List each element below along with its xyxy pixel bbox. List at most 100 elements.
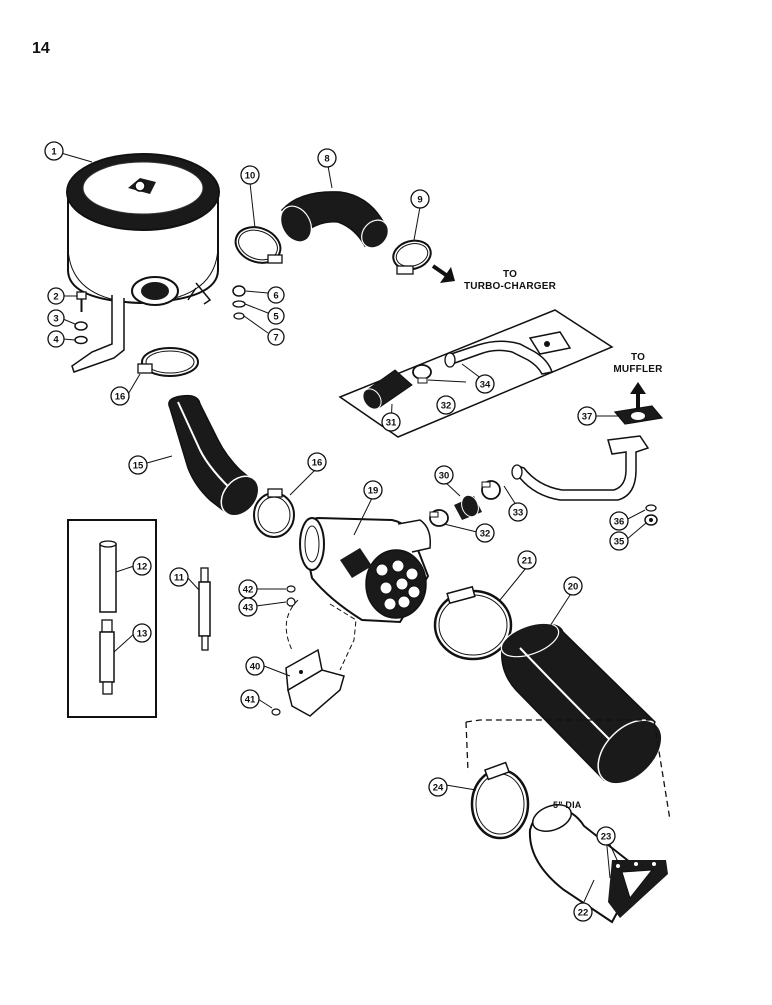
callout-36: 36 bbox=[609, 511, 629, 531]
inset-box-12-13 bbox=[67, 519, 157, 718]
dashed-assembly-outline bbox=[465, 719, 671, 821]
callout-16-lower: 16 bbox=[307, 452, 327, 472]
svg-text:2: 2 bbox=[53, 292, 58, 303]
svg-text:8: 8 bbox=[324, 154, 329, 165]
svg-text:41: 41 bbox=[245, 695, 256, 706]
hose-clamp-16-lower bbox=[253, 488, 295, 538]
svg-text:11: 11 bbox=[174, 573, 185, 584]
callout-7: 7 bbox=[267, 328, 285, 346]
callout-5: 5 bbox=[267, 307, 285, 325]
callout-31: 31 bbox=[381, 412, 401, 432]
svg-text:43: 43 bbox=[243, 603, 254, 614]
svg-text:42: 42 bbox=[243, 585, 254, 596]
svg-text:40: 40 bbox=[250, 662, 261, 673]
svg-text:23: 23 bbox=[601, 832, 612, 843]
gasket-37 bbox=[613, 405, 664, 425]
callout-34: 34 bbox=[475, 374, 495, 394]
callout-20: 20 bbox=[563, 576, 583, 596]
callout-35: 35 bbox=[609, 531, 629, 551]
hardware-5-6-7 bbox=[232, 285, 246, 320]
callout-37: 37 bbox=[577, 406, 597, 426]
to-turbo-charger-label-1: TO bbox=[503, 269, 517, 280]
callout-16-upper: 16 bbox=[110, 386, 130, 406]
svg-text:3: 3 bbox=[53, 314, 58, 325]
exhaust-pipe-33 bbox=[511, 435, 650, 501]
svg-text:15: 15 bbox=[133, 461, 144, 472]
intake-adapter-22 bbox=[528, 804, 668, 924]
bolt-41 bbox=[271, 708, 281, 716]
page-number: 14 bbox=[32, 40, 50, 57]
callout-12: 12 bbox=[132, 556, 152, 576]
to-turbo-charger-label-2: TURBO-CHARGER bbox=[464, 281, 557, 292]
callout-10: 10 bbox=[240, 165, 260, 185]
callout-9: 9 bbox=[410, 189, 430, 209]
callout-6: 6 bbox=[267, 286, 285, 304]
nut-and-washer-42-43 bbox=[286, 585, 296, 607]
svg-text:16: 16 bbox=[312, 458, 323, 469]
svg-text:10: 10 bbox=[245, 171, 256, 182]
svg-text:16: 16 bbox=[115, 392, 126, 403]
hose-clamp-10 bbox=[234, 226, 283, 264]
svg-text:36: 36 bbox=[614, 517, 625, 528]
callout-32-lower: 32 bbox=[475, 523, 495, 543]
callout-2: 2 bbox=[47, 287, 65, 305]
svg-text:1: 1 bbox=[51, 147, 57, 158]
leader-lines bbox=[60, 152, 647, 905]
svg-text:5: 5 bbox=[273, 312, 279, 323]
svg-text:31: 31 bbox=[386, 418, 397, 429]
sleeve-and-clamps-30-32 bbox=[429, 480, 501, 527]
diameter-label: 5" DIA bbox=[553, 800, 582, 810]
svg-text:19: 19 bbox=[368, 486, 379, 497]
reducer-hose-20 bbox=[500, 622, 663, 785]
svg-text:35: 35 bbox=[614, 537, 625, 548]
stud-11 bbox=[198, 567, 211, 651]
to-muffler-label-1: TO bbox=[631, 352, 645, 363]
svg-text:24: 24 bbox=[433, 783, 444, 794]
callout-32-upper: 32 bbox=[436, 395, 456, 415]
callout-1: 1 bbox=[44, 141, 64, 161]
callout-43: 43 bbox=[238, 597, 258, 617]
svg-text:7: 7 bbox=[273, 333, 278, 344]
callout-11: 11 bbox=[169, 567, 189, 587]
callout-3: 3 bbox=[47, 309, 65, 327]
callout-19: 19 bbox=[363, 480, 383, 500]
bracket-dashed-lines bbox=[285, 599, 357, 671]
svg-text:4: 4 bbox=[53, 335, 59, 346]
callout-22: 22 bbox=[573, 902, 593, 922]
svg-text:34: 34 bbox=[480, 380, 491, 391]
callout-41: 41 bbox=[240, 689, 260, 709]
hose-clamp-9 bbox=[392, 239, 432, 275]
callout-42: 42 bbox=[238, 579, 258, 599]
callout-21: 21 bbox=[517, 550, 537, 570]
svg-text:22: 22 bbox=[578, 908, 589, 919]
callout-4: 4 bbox=[47, 330, 65, 348]
to-muffler-label-2: MUFFLER bbox=[613, 364, 663, 375]
svg-text:12: 12 bbox=[137, 562, 148, 573]
svg-text:9: 9 bbox=[417, 195, 422, 206]
callout-40: 40 bbox=[245, 656, 265, 676]
air-cleaner-assembly bbox=[66, 153, 220, 373]
mounting-bracket-40 bbox=[285, 648, 345, 717]
bolt-and-washers bbox=[74, 291, 88, 345]
svg-text:33: 33 bbox=[513, 508, 524, 519]
callout-15: 15 bbox=[128, 455, 148, 475]
precleaner-body-19 bbox=[299, 516, 432, 624]
callout-23: 23 bbox=[596, 826, 616, 846]
svg-text:30: 30 bbox=[439, 471, 450, 482]
hose-15 bbox=[168, 394, 260, 517]
svg-text:13: 13 bbox=[137, 629, 148, 640]
callout-30: 30 bbox=[434, 465, 454, 485]
callout-8: 8 bbox=[317, 148, 337, 168]
callout-13: 13 bbox=[132, 623, 152, 643]
elbow-hose-8 bbox=[279, 191, 389, 249]
callout-33: 33 bbox=[508, 502, 528, 522]
svg-text:32: 32 bbox=[441, 401, 452, 412]
svg-text:6: 6 bbox=[273, 291, 278, 302]
hose-clamp-21 bbox=[433, 585, 513, 661]
exhaust-parts-panel bbox=[338, 309, 614, 438]
nuts-35-36 bbox=[644, 504, 658, 526]
hose-clamp-16-upper bbox=[137, 347, 199, 377]
svg-text:37: 37 bbox=[582, 412, 593, 423]
